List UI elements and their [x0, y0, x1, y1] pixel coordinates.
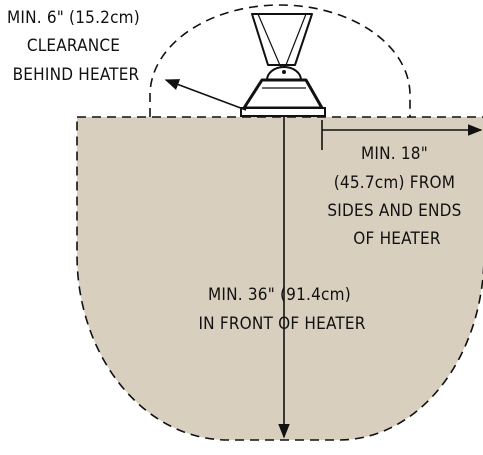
side-label-line: SIDES AND ENDS	[327, 201, 461, 221]
side-label-line: (45.7cm) FROM	[334, 173, 455, 193]
side-clearance-label: MIN. 18" (45.7cm) FROM SIDES AND ENDS OF…	[327, 144, 466, 249]
rear-label-line: BEHIND HEATER	[13, 65, 140, 85]
side-label-line: OF HEATER	[353, 229, 441, 249]
front-label-line: IN FRONT OF HEATER	[198, 314, 365, 334]
heater-icon	[240, 13, 326, 117]
front-clearance-label: MIN. 36" (91.4cm) IN FRONT OF HEATER	[198, 285, 365, 334]
front-label-line: MIN. 36" (91.4cm)	[208, 285, 351, 305]
rear-clearance-zone	[149, 4, 411, 117]
side-label-line: MIN. 18"	[361, 144, 428, 164]
rear-clearance-arrow	[164, 79, 247, 111]
front-clearance-zone	[76, 116, 483, 441]
rear-label-line: MIN. 6" (15.2cm)	[7, 8, 140, 28]
rear-label-line: CLEARANCE	[27, 36, 120, 56]
rear-clearance-label: MIN. 6" (15.2cm) CLEARANCE BEHIND HEATER	[7, 8, 145, 85]
